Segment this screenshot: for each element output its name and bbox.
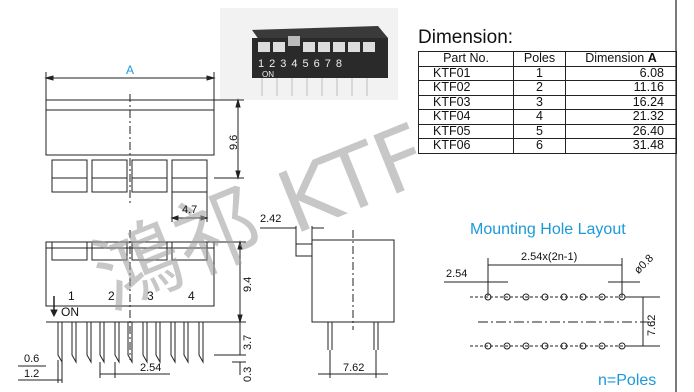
dimension-title: Dimension:	[418, 27, 514, 48]
pole-number-3: 3	[147, 289, 154, 303]
table-row: KTF05 5 26.40	[418, 123, 677, 139]
table-row: KTF04 4 21.32	[418, 109, 677, 125]
cell-dimension: 11.16	[565, 80, 677, 96]
photo-switch-numbers: 12345678	[258, 58, 347, 70]
table-row: KTF03 3 16.24	[418, 94, 677, 110]
front-view	[18, 230, 246, 383]
header-part-no: Part No.	[418, 51, 514, 67]
cell-part: KTF05	[418, 123, 514, 139]
cell-dimension: 31.48	[565, 138, 677, 154]
table-row: KTF01 1 6.08	[418, 65, 677, 81]
dim-a-label: A	[126, 63, 135, 77]
header-poles: Poles	[513, 51, 566, 67]
cell-part: KTF04	[418, 109, 514, 125]
table-row: KTF06 6 31.48	[418, 138, 677, 154]
product-photo	[220, 8, 398, 100]
cell-part: KTF03	[418, 94, 514, 110]
dim-width-1-2: 1.2	[24, 368, 40, 380]
cell-part: KTF06	[418, 138, 514, 154]
cell-part: KTF02	[418, 80, 514, 96]
cell-poles: 1	[513, 65, 566, 81]
pole-number-4: 4	[188, 289, 195, 303]
cell-dimension: 16.24	[565, 94, 677, 110]
dim-height-9-4: 9.4	[242, 276, 254, 292]
cell-poles: 3	[513, 94, 566, 110]
dim-width-2-42: 2.42	[260, 213, 282, 225]
table-row: KTF02 2 11.16	[418, 80, 677, 96]
cell-dimension: 6.08	[565, 65, 677, 81]
on-label: ON	[61, 305, 79, 319]
dim-height-9-6: 9.6	[228, 134, 240, 150]
mh-dim-2-54: 2.54	[446, 268, 468, 280]
cell-dimension: 26.40	[565, 123, 677, 139]
mh-dim-7-62: 7.62	[646, 314, 658, 336]
mh-dim-pitch: 2.54x(2n-1)	[521, 251, 578, 263]
cell-poles: 6	[513, 138, 566, 154]
cell-dimension: 21.32	[565, 109, 677, 125]
cell-part: KTF01	[418, 65, 514, 81]
photo-on-label: ON	[262, 70, 274, 79]
side-view	[260, 226, 395, 378]
top-view	[44, 72, 244, 222]
header-dimension: Dimension A	[565, 51, 677, 67]
cell-poles: 4	[513, 109, 566, 125]
dimension-table: Part No. Poles Dimension A KTF01 1 6.08 …	[418, 51, 677, 154]
dim-width-4-7: 4.7	[182, 204, 198, 216]
dim-height-3-7: 3.7	[242, 334, 254, 350]
pole-number-1: 1	[68, 289, 75, 303]
table-header-row: Part No. Poles Dimension A	[418, 51, 677, 67]
pole-number-2: 2	[108, 289, 115, 303]
dim-height-0-3: 0.3	[242, 366, 254, 382]
dim-width-7-62: 7.62	[343, 362, 365, 374]
dim-width-0-6: 0.6	[24, 353, 40, 365]
mounting-hole-title: Mounting Hole Layout	[470, 221, 626, 238]
cell-poles: 5	[513, 123, 566, 139]
mounting-hole-layout	[444, 258, 660, 350]
dim-pitch-2-54: 2.54	[140, 362, 162, 374]
cell-poles: 2	[513, 80, 566, 96]
n-poles-note: n=Poles	[598, 372, 657, 389]
